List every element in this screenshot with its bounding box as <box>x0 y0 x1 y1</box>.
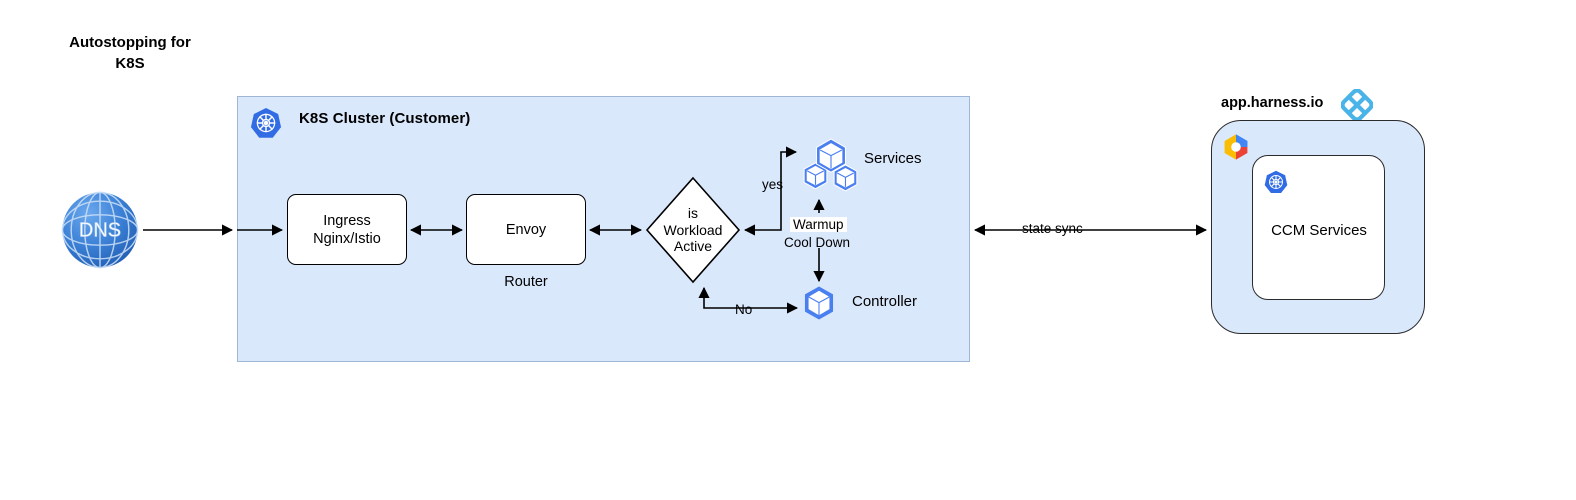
services-icon <box>800 136 862 198</box>
kubernetes-icon <box>250 107 282 139</box>
cluster-title: K8S Cluster (Customer) <box>299 110 471 127</box>
edge-label-warmup: Warmup <box>790 217 847 232</box>
kubernetes-icon <box>1264 170 1288 194</box>
edge-label-no: No <box>733 302 755 317</box>
edge-label-yes: yes <box>762 177 784 192</box>
edge-label-state-sync: state sync <box>1019 221 1086 236</box>
services-label: Services <box>864 150 922 167</box>
ccm-services-label: CCM Services <box>1271 222 1367 239</box>
envoy-node[interactable]: Envoy <box>466 194 586 265</box>
workload-active-decision[interactable]: is Workload Active <box>645 176 741 284</box>
controller-icon <box>801 285 837 321</box>
page-title: Autostopping for K8S <box>69 34 191 72</box>
dns-globe-icon: DNS <box>60 190 140 270</box>
harness-logo-icon <box>1340 88 1374 122</box>
svg-text:DNS: DNS <box>79 219 121 241</box>
gcp-icon <box>1221 132 1251 162</box>
router-caption: Router <box>504 274 548 290</box>
edge-label-cooldown: Cool Down <box>784 235 851 250</box>
ingress-node[interactable]: Ingress Nginx/Istio <box>287 194 407 265</box>
controller-label: Controller <box>852 293 918 310</box>
harness-domain-label: app.harness.io <box>1221 95 1324 111</box>
